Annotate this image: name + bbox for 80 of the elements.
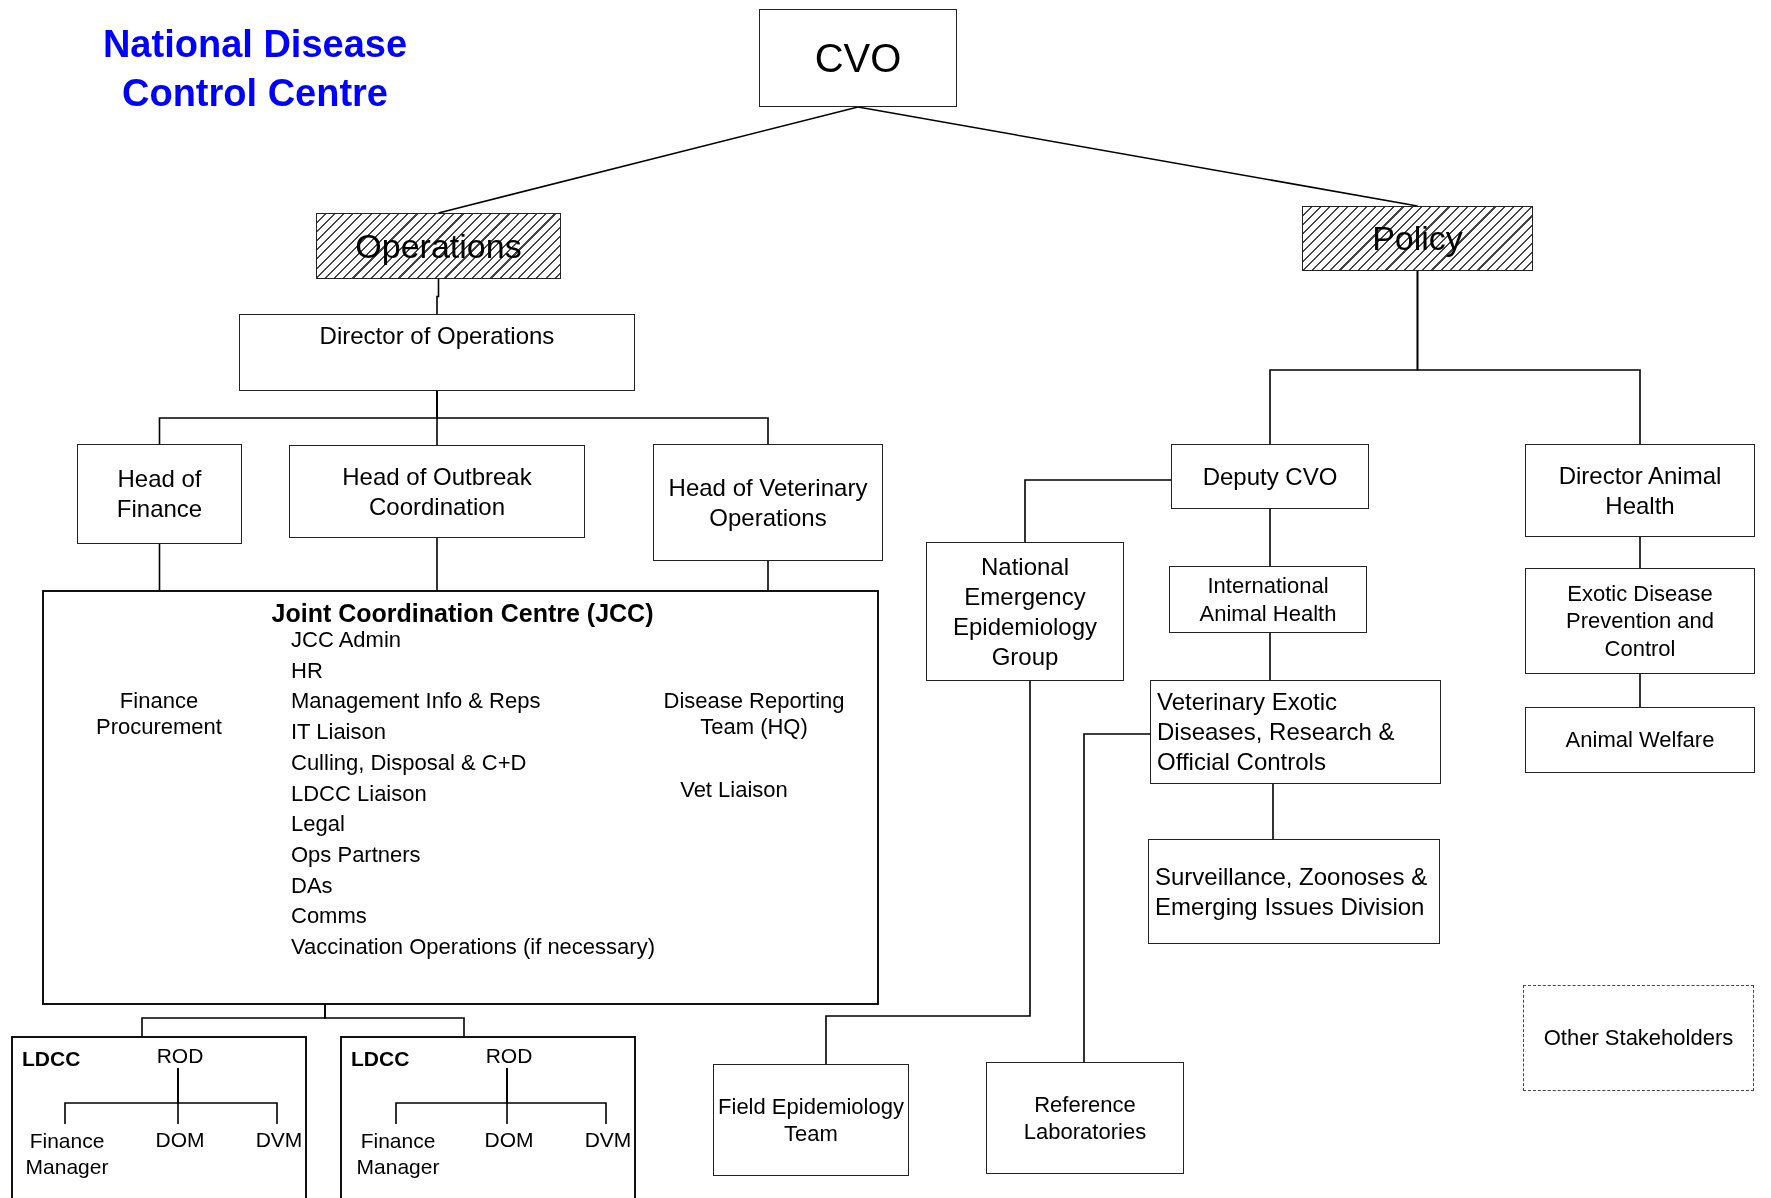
connector-line [437,106,859,214]
role-label: DVM [581,1126,635,1154]
unit-label: DAs [291,872,333,899]
org-box [1169,566,1367,633]
box-label: Head of Outbreak Coordination [341,461,533,522]
org-box [77,444,242,544]
unit-label: Finance Procurement [95,688,223,741]
unit-label: JCC Admin [291,627,402,654]
org-box [713,1064,909,1176]
box-label: International Animal Health [1198,572,1338,627]
ldcc-box [11,1036,307,1198]
connector-line [1272,783,1274,840]
box-label: Veterinary Exotic Diseases, Research & Official Controls [1157,687,1396,777]
org-box [926,542,1124,681]
connector-line [1083,733,1151,1063]
org-box [1171,444,1369,509]
unit-label: Vet Liaison [679,777,789,804]
org-box [1525,707,1755,773]
dashed-box [1523,985,1754,1091]
org-box [1525,444,1755,537]
box-label: Animal Welfare [1565,726,1715,754]
box-label: Director Animal Health [1557,460,1723,521]
org-box [986,1062,1184,1174]
box-label: National Emergency Epidemiology Group [951,551,1099,672]
box-label: CVO [814,35,902,82]
role-label: Finance Manager [347,1126,449,1182]
unit-label: Management Info & Reps [291,688,541,715]
box-label: Deputy CVO [1202,461,1338,492]
jcc-box [42,590,879,1005]
unit-label: Legal [291,811,345,838]
unit-label: IT Liaison [291,719,386,746]
box-label: Director of Operations [319,321,555,351]
box-label: Reference Laboratories [1022,1090,1148,1146]
connector-line [506,1067,607,1125]
connector-line [177,1067,278,1125]
connector-line [436,537,438,591]
org-box [239,314,635,391]
connector-line [324,1004,465,1037]
box-label: Other Stakeholders [1543,1024,1734,1052]
connector-line [436,390,769,445]
diagram-title: National Disease Control Centre [101,22,409,116]
connector-line [158,543,161,591]
role-label: DVM [252,1126,306,1154]
unit-label: LDCC Liaison [291,780,427,807]
connector-line [1416,270,1641,445]
unit-label: Culling, Disposal & C+D [291,749,527,777]
connector-line [825,680,1031,1065]
box-heading: LDCC [22,1046,81,1072]
box-label: Exotic Disease Prevention and Control [1565,579,1715,663]
connector-line [1639,673,1641,708]
org-box [1150,680,1441,784]
role-label: Finance Manager [16,1126,118,1182]
box-heading: LDCC [351,1046,410,1072]
unit-label: Ops Partners [291,841,421,869]
org-box [1148,839,1440,944]
box-label: Surveillance, Zoonoses & Emerging Issues Division [1155,861,1429,922]
box-heading: Joint Coordination Centre (JCC) [270,598,655,628]
connector-line [1269,632,1271,681]
connector-line [436,278,440,315]
box-label: Field Epidemiology Team [718,1092,904,1148]
org-box [653,444,883,561]
connector-line [857,106,1419,207]
role-label: DOM [152,1126,208,1154]
ldcc-box [340,1036,636,1198]
org-box [1525,568,1755,674]
unit-label: Disease Reporting Team (HQ) [662,688,846,741]
org-box [289,445,585,538]
connector-line [1269,508,1271,567]
org-box [759,9,957,107]
box-label: Head of Finance [115,464,204,524]
connector-line [1639,536,1641,569]
unit-label: Comms [291,903,367,930]
role-label: ROD [152,1042,208,1070]
unit-label: Vaccination Operations (if necessary) [291,934,655,961]
unit-label: HR [291,657,323,685]
connector-line [767,560,769,591]
box-label: Head of Veterinary Operations [667,472,869,533]
connector-line [1024,479,1172,543]
role-label: DOM [481,1126,537,1154]
role-label: ROD [481,1042,537,1070]
